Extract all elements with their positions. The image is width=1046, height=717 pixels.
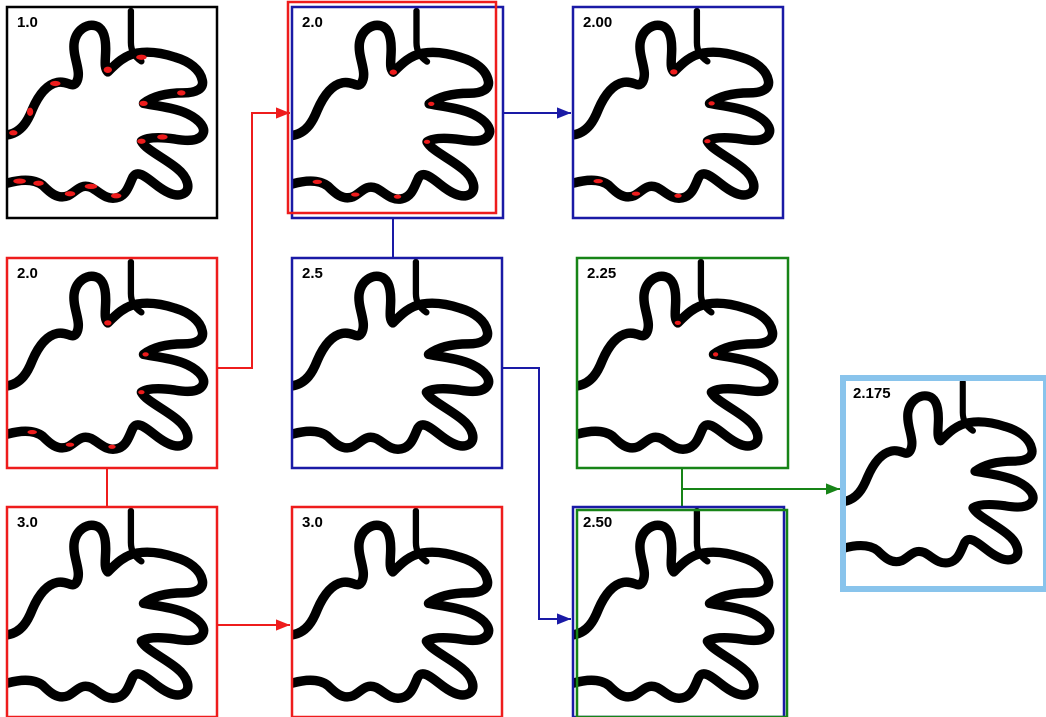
residual-mark: [33, 181, 44, 186]
residual-mark: [674, 194, 681, 198]
panel-p250: 2.50: [573, 507, 784, 717]
residual-mark: [108, 445, 115, 449]
residual-mark: [27, 108, 33, 116]
panel-p30b: 3.0: [292, 507, 502, 717]
residual-mark: [138, 390, 144, 394]
residual-mark: [136, 55, 147, 60]
panel-p30a: 3.0: [7, 507, 217, 717]
arrow-2.0-to-2.0: [217, 113, 290, 368]
residual-mark: [50, 81, 61, 86]
residual-mark: [104, 67, 112, 73]
residual-mark: [428, 102, 434, 106]
hand-image: [292, 507, 502, 717]
residual-mark: [13, 178, 26, 183]
hand-image: [7, 507, 217, 717]
residual-mark: [177, 90, 185, 95]
hand-image: [7, 258, 217, 468]
panel-label: 2.25: [587, 265, 616, 282]
residual-mark: [111, 193, 122, 198]
hand-image: [577, 258, 788, 468]
hand-image: [7, 7, 217, 218]
panels: 1.0 2.0 2.00 2.0 2.5 2.25 2.175 3.0 3.0 2.50: [7, 2, 1046, 717]
residual-mark: [27, 430, 36, 434]
hand-image: [292, 7, 503, 218]
arrow-2.5-to-2.50: [502, 368, 571, 619]
residual-mark: [313, 180, 322, 184]
hand-image: [573, 507, 784, 717]
residual-mark: [424, 140, 430, 144]
residual-mark: [704, 139, 710, 143]
residual-mark: [394, 195, 401, 199]
hand-image: [573, 7, 783, 218]
panel-label: 2.00: [583, 14, 612, 31]
residual-mark: [670, 69, 677, 74]
panel-p10: 1.0: [7, 7, 217, 218]
panel-p20: 2.0: [7, 258, 217, 468]
panel-p225: 2.25: [577, 258, 788, 468]
residual-mark: [390, 70, 397, 75]
residual-mark: [142, 352, 148, 356]
residual-mark: [66, 443, 74, 447]
hand-image: [843, 378, 1046, 589]
panel-label: 1.0: [17, 14, 38, 31]
residual-mark: [632, 192, 640, 196]
residual-mark: [351, 192, 359, 196]
residual-mark: [708, 101, 714, 105]
panel-label: 2.175: [853, 385, 891, 402]
residual-mark: [157, 134, 168, 139]
panel-p2175: 2.175: [843, 378, 1046, 589]
panel-label: 3.0: [302, 514, 323, 531]
residual-mark: [9, 130, 17, 135]
residual-mark: [85, 184, 98, 189]
residual-mark: [104, 320, 111, 325]
residual-mark: [593, 179, 602, 183]
panel-label: 2.0: [302, 14, 323, 31]
panel-label: 2.5: [302, 265, 323, 282]
residual-mark: [139, 101, 147, 106]
panel-label: 2.0: [17, 265, 38, 282]
hand-image: [292, 258, 502, 468]
residual-mark: [65, 191, 76, 196]
panel-p25: 2.5: [292, 258, 502, 468]
panel-label: 3.0: [17, 514, 38, 531]
panel-p20top: 2.0: [292, 7, 503, 218]
residual-mark: [713, 352, 718, 356]
residual-mark: [675, 321, 681, 325]
panel-label: 2.50: [583, 514, 612, 531]
panel-p200: 2.00: [573, 7, 783, 218]
residual-mark: [137, 139, 145, 144]
